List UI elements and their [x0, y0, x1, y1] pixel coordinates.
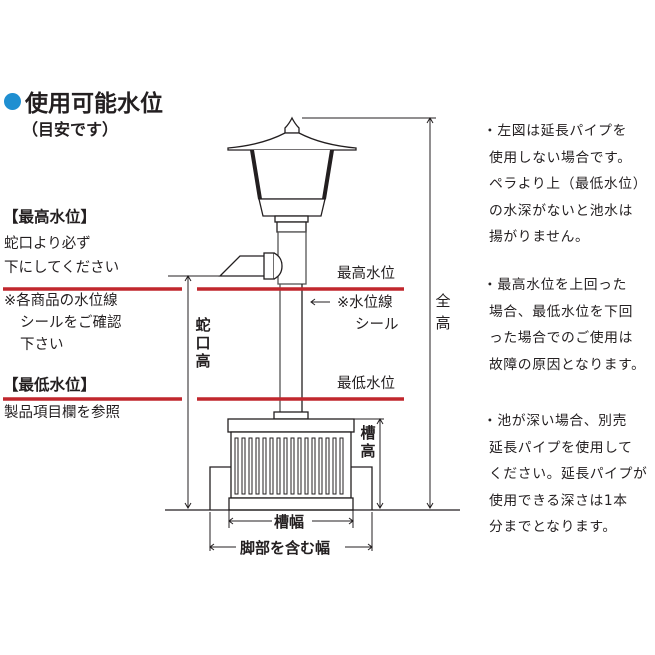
title-text: 使用可能水位 [25, 91, 163, 117]
min-level-text: 製品項目欄を参照 [4, 405, 120, 421]
max-level-text-1: 蛇口より必ず [4, 236, 91, 252]
tank-top [227, 418, 355, 433]
lamp-roof [227, 132, 357, 151]
seal-label-2: シール [355, 317, 399, 333]
max-level-text-2: 下にしてください [4, 260, 120, 276]
stem-upper [277, 231, 307, 285]
lamp-finial [284, 116, 300, 134]
spout-height-label: 蛇 口 高 [195, 316, 211, 370]
max-level-heading: 【最高水位】 [3, 208, 97, 226]
bullet-dot-icon [4, 92, 21, 110]
spout [218, 255, 267, 277]
width-with-feet-label: 脚部を含む幅 [240, 539, 331, 557]
lamp-body [250, 149, 334, 200]
subtitle: （目安です） [22, 120, 119, 139]
note-1: ・左図は延長パイプを 使用しない場合です。 ペラより上（最低水位） の水深がない… [483, 123, 648, 245]
lamp-base [258, 198, 326, 217]
tank-bottom [228, 497, 354, 511]
note-2: ・最高水位を上回った 場合、最低水位を下回 った場合でのご使用は 故障の原因とな… [483, 277, 646, 373]
min-level-label: 最低水位 [337, 376, 395, 392]
note-3: ・池が深い場合、別売 延長パイプを使用して ください。延長パイプが 使用できる深… [483, 413, 648, 535]
max-level-label: 最高水位 [337, 266, 395, 282]
seal-note-1: ※各商品の水位線 [4, 293, 118, 309]
seal-label-1: ※水位線 [337, 295, 393, 311]
tank-slots [234, 437, 344, 495]
water-level-lines [3, 287, 404, 401]
total-height-label: 全 高 [435, 292, 451, 332]
seal-note-3: 下さい [20, 337, 64, 353]
min-level-heading: 【最低水位】 [3, 376, 97, 394]
tank-feet [209, 466, 373, 510]
tank-width-label: 槽幅 [274, 513, 305, 531]
tank-height-label: 槽 高 [360, 424, 376, 460]
page-title: 使用可能水位 [4, 84, 163, 118]
seal-note-2: シールをご確認 [20, 315, 122, 331]
